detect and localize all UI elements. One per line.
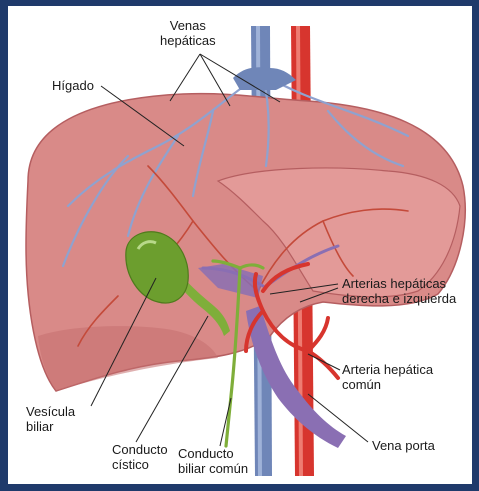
label-arteria-hepatica-comun-line1: Arteria hepática xyxy=(342,362,433,377)
label-vesicula-biliar-line1: Vesícula xyxy=(26,404,75,419)
label-venas-hepaticas-line2: hepáticas xyxy=(160,33,216,48)
label-vesicula-biliar-line2: biliar xyxy=(26,419,75,434)
label-conducto-cistico: Conducto cístico xyxy=(112,442,168,472)
label-higado: Hígado xyxy=(52,78,94,93)
label-venas-hepaticas: Venas hepáticas xyxy=(160,18,216,48)
label-vena-porta: Vena porta xyxy=(372,438,435,453)
diagram-canvas: Venas hepáticas Hígado Arterias hepática… xyxy=(8,6,472,484)
label-arteria-hepatica-comun: Arteria hepática común xyxy=(342,362,433,392)
label-conducto-cistico-line1: Conducto xyxy=(112,442,168,457)
label-vesicula-biliar: Vesícula biliar xyxy=(26,404,75,434)
liver-shadow xyxy=(38,326,218,391)
label-conducto-biliar-comun-line2: biliar común xyxy=(178,461,248,476)
label-conducto-biliar-comun: Conducto biliar común xyxy=(178,446,248,476)
label-arterias-hepaticas-line2: derecha e izquierda xyxy=(342,291,456,306)
label-conducto-biliar-comun-line1: Conducto xyxy=(178,446,248,461)
label-arterias-hepaticas: Arterias hepáticas derecha e izquierda xyxy=(342,276,456,306)
label-arteria-hepatica-comun-line2: común xyxy=(342,377,433,392)
label-venas-hepaticas-line1: Venas xyxy=(160,18,216,33)
label-conducto-cistico-line2: cístico xyxy=(112,457,168,472)
label-arterias-hepaticas-line1: Arterias hepáticas xyxy=(342,276,456,291)
